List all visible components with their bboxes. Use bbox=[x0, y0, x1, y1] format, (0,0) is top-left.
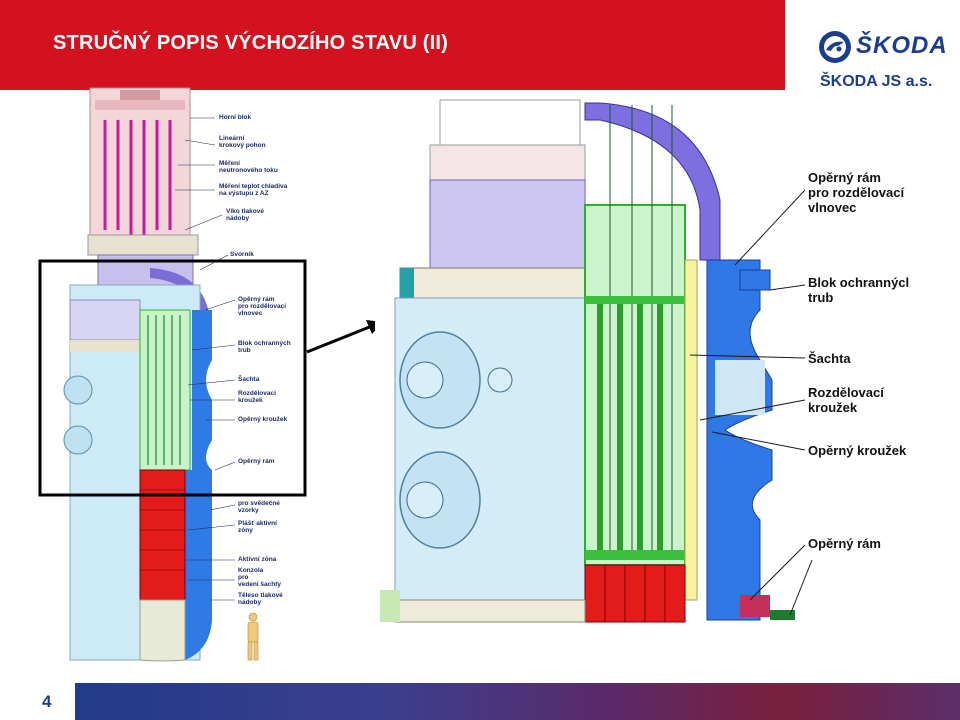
left-label-active-zone: Aktivní zóna bbox=[238, 556, 277, 563]
right-label-support-ring: Opěrný kroužek bbox=[808, 443, 907, 458]
left-label-shaft: Šachta bbox=[238, 376, 260, 383]
left-label-vessel-lid: Víko tlakové nádoby bbox=[226, 208, 264, 222]
left-label-upper-block: Horní blok bbox=[219, 114, 252, 121]
skoda-emblem-icon bbox=[819, 31, 851, 63]
page-title: STRUČNÝ POPIS VÝCHOZÍHO STAVU (II) bbox=[53, 32, 448, 54]
skoda-logo: ŠKODA bbox=[800, 20, 960, 100]
right-label-shaft: Šachta bbox=[808, 351, 851, 366]
right-label-support-frame: Opěrný rám bbox=[808, 536, 881, 551]
left-label-shaft-bracket: Konzola pro vedení šachty bbox=[238, 567, 281, 588]
company-name: ŠKODA JS a.s. bbox=[820, 73, 933, 90]
page-number: 4 bbox=[42, 692, 52, 711]
left-label-neutron-flux: Měření neutronového toku bbox=[219, 160, 278, 174]
left-label-linear-drive: Lineární krokový pohon bbox=[219, 135, 266, 149]
left-label-sample-container: pro svědečné vzorky bbox=[238, 500, 280, 514]
zoom-arrow-icon bbox=[306, 320, 383, 354]
right-label-separation-ring: Rozdělovací kroužek bbox=[808, 385, 884, 415]
brand-name: ŠKODA bbox=[856, 32, 948, 59]
right-label-protective-tubes: Blok ochrannýcl trub bbox=[808, 275, 910, 305]
right-label-bellows-frame: Opěrný rám pro rozdělovací vlnovec bbox=[808, 170, 905, 215]
left-label-support-ring: Opěrný kroužek bbox=[238, 416, 288, 423]
left-label-pressure-vessel: Těleso tlakové nádoby bbox=[238, 592, 283, 606]
left-label-protective-tubes: Blok ochranných trub bbox=[238, 340, 291, 354]
left-label-core-barrel: Plášť aktivní zóny bbox=[238, 520, 277, 534]
left-label-bolt: Svorník bbox=[230, 251, 254, 258]
left-reactor-drawing bbox=[63, 87, 259, 662]
footer-bar bbox=[75, 683, 960, 720]
left-label-separation-ring: Rozdělovací kroužek bbox=[238, 390, 276, 404]
header-bar bbox=[0, 0, 785, 90]
left-label-support-frame: Opěrný rám bbox=[238, 458, 275, 465]
right-reactor-detail bbox=[375, 99, 813, 623]
detail-highlight-box bbox=[38, 259, 307, 497]
left-label-coolant-temp: Měření teplot chladiva na výstupu z AZ bbox=[219, 183, 288, 197]
left-label-bellows-frame: Opěrný rám pro rozdělovací vlnovec bbox=[238, 296, 287, 317]
